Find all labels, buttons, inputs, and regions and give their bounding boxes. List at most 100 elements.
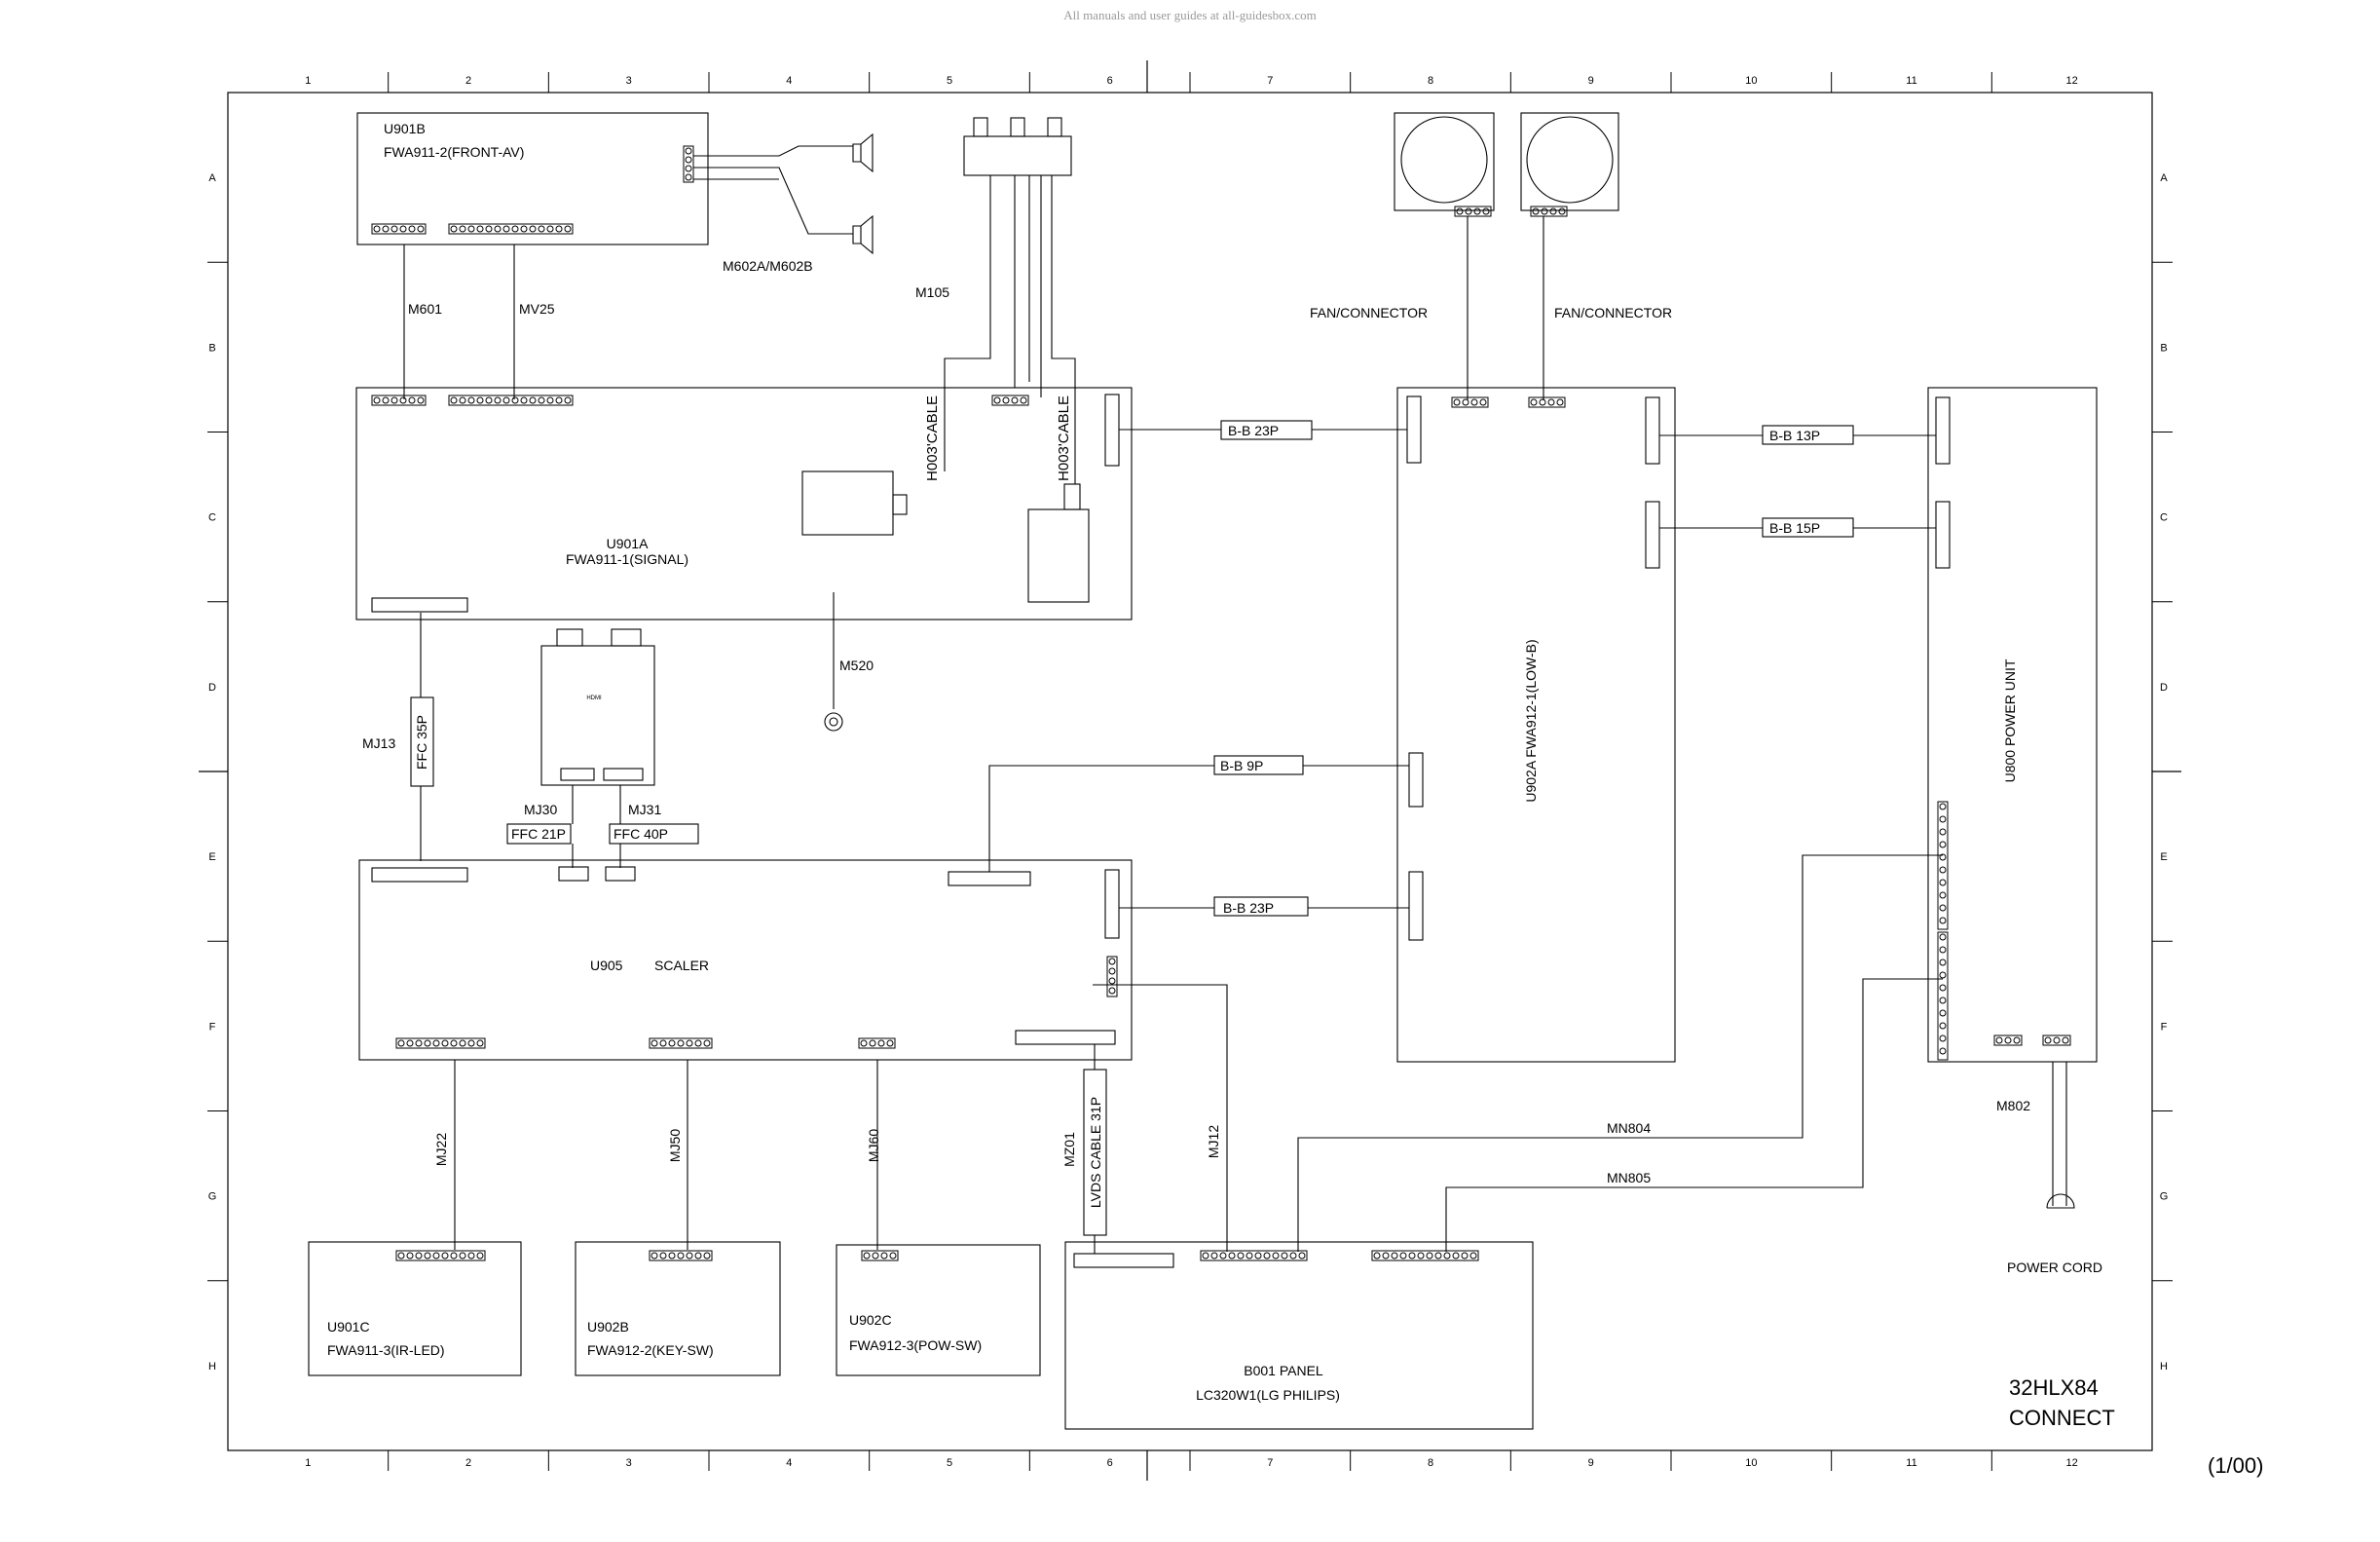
grid-row-label-left: D xyxy=(208,682,216,694)
conn-power-cn804-pin xyxy=(1939,904,1947,912)
grid-col-label-bottom: 6 xyxy=(1107,1457,1113,1469)
conn-front-av-spk-pin xyxy=(685,156,692,164)
hdmi-conn-a xyxy=(560,768,595,781)
tuner-module-right xyxy=(1027,508,1090,603)
cable-bb15: B-B 15P xyxy=(1769,520,1820,536)
conn-scaler-mj22-pin xyxy=(441,1039,449,1047)
conn-front-av-pv25-pin xyxy=(494,225,502,233)
conn-panel-right-pin xyxy=(1399,1252,1407,1260)
connector-scaler-bb23 xyxy=(1104,869,1120,939)
conn-front-av-pv25-pin xyxy=(459,225,466,233)
cable-box-ffc21 xyxy=(506,823,572,845)
signal-name: FWA911-1(SIGNAL) xyxy=(566,551,688,567)
conn-panel-right-pin xyxy=(1382,1252,1390,1260)
connector-scaler-bb9 xyxy=(948,871,1031,886)
conn-scaler-mj60-housing xyxy=(858,1037,896,1049)
conn-power-cn804-pin xyxy=(1939,891,1947,899)
hdmi-label: HDMI xyxy=(586,696,602,701)
pow-sw-name: FWA912-3(POW-SW) xyxy=(849,1337,982,1353)
board-key-sw xyxy=(575,1241,781,1376)
grid-col-label-bottom: 1 xyxy=(305,1457,311,1469)
signal-ref: U901A xyxy=(607,536,649,551)
conn-front-av-p601-pin xyxy=(408,225,416,233)
fan-2-housing xyxy=(1520,112,1619,211)
conn-signal-p105-pin xyxy=(1020,396,1027,404)
connector-power-bb13 xyxy=(1935,396,1951,465)
conn-panel-left-pin xyxy=(1254,1252,1262,1260)
conn-fan1-pin xyxy=(1473,207,1481,215)
wire-bb9 xyxy=(988,765,1409,872)
conn-lowb-fan1-pin xyxy=(1462,398,1469,406)
conn-power-cn805-pin xyxy=(1939,1047,1947,1055)
conn-ir-led-pin xyxy=(459,1252,466,1260)
key-sw-ref: U902B xyxy=(587,1319,629,1335)
conn-scaler-mj22-pin xyxy=(424,1039,431,1047)
hdmi-conn-b xyxy=(603,768,644,781)
conn-pow-sw-pin xyxy=(889,1252,897,1260)
conn-signal-pv25-pin xyxy=(494,396,502,404)
conn-panel-right-pin xyxy=(1461,1252,1469,1260)
conn-signal-pv25-pin xyxy=(476,396,484,404)
board-pow-sw xyxy=(836,1244,1041,1376)
grid-col-label-top: 10 xyxy=(1745,75,1757,87)
conn-key-sw-pin xyxy=(677,1252,685,1260)
conn-scaler-mj22-pin xyxy=(432,1039,440,1047)
grid-row-label-left: E xyxy=(208,851,215,863)
conn-key-sw-pin xyxy=(694,1252,702,1260)
connector-lowb-bb9 xyxy=(1408,752,1424,808)
grid-col-label-bottom: 5 xyxy=(947,1457,952,1469)
grid-col-label-top: 9 xyxy=(1588,75,1594,87)
grid-col-label-top: 1 xyxy=(305,75,311,87)
conn-scaler-mj60-pin xyxy=(886,1039,894,1047)
conn-power-cn804-pin xyxy=(1939,803,1947,810)
cable-mj12: MJ12 xyxy=(1206,1125,1221,1158)
conn-signal-p601-pin xyxy=(382,396,390,404)
wire-fans xyxy=(1467,216,1544,400)
conn-power-m802-pin xyxy=(2004,1036,2012,1044)
conn-signal-pv25-pin xyxy=(485,396,493,404)
board-panel xyxy=(1064,1241,1534,1430)
cable-mz01: MZ01 xyxy=(1061,1132,1077,1167)
grid-col-label-top: 8 xyxy=(1428,75,1433,87)
conn-front-av-spk-housing xyxy=(683,145,694,183)
conn-front-av-pv25-pin xyxy=(511,225,519,233)
conn-fan2-pin xyxy=(1558,207,1566,215)
conn-signal-pv25-pin xyxy=(538,396,545,404)
conn-pow-sw-pin xyxy=(863,1252,871,1260)
conn-key-sw-pin xyxy=(659,1252,667,1260)
conn-lowb-fan1-pin xyxy=(1453,398,1461,406)
cable-mn805: MN805 xyxy=(1607,1170,1651,1185)
connector-scaler-mj31 xyxy=(605,866,636,882)
wire-mj30-mj31 xyxy=(572,785,621,868)
cable-mj22: MJ22 xyxy=(433,1133,449,1166)
connector-scaler-lvds xyxy=(1015,1030,1116,1045)
conn-scaler-mj50-pin xyxy=(659,1039,667,1047)
grid-row-label-left: B xyxy=(208,342,215,354)
cable-m602: M602A/M602B xyxy=(723,258,813,274)
conn-front-av-pv25-pin xyxy=(520,225,528,233)
conn-lowb-fan2-pin xyxy=(1539,398,1546,406)
conn-front-av-pv25-pin xyxy=(564,225,572,233)
scaler-ref: U905 xyxy=(590,958,623,973)
connector-scaler-mj30 xyxy=(558,866,589,882)
conn-power-cn804-pin xyxy=(1939,841,1947,848)
grid-row-label-right: H xyxy=(2160,1361,2168,1373)
cable-mn804: MN804 xyxy=(1607,1120,1651,1136)
board-scaler xyxy=(358,859,1133,1061)
connector-signal-bb23 xyxy=(1104,394,1120,467)
board-signal xyxy=(355,387,1133,621)
conn-ir-led-housing xyxy=(395,1250,486,1261)
conn-fan2-housing xyxy=(1530,206,1568,217)
grid-col-label-top: 5 xyxy=(947,75,952,87)
grid-col-label-top: 11 xyxy=(1906,75,1916,87)
ground-lug-icon xyxy=(824,712,843,732)
wire-m601-mv25 xyxy=(403,244,515,399)
conn-scaler-bl-pin xyxy=(1108,977,1116,985)
conn-scaler-mj50-pin xyxy=(686,1039,693,1047)
conn-scaler-bl-housing xyxy=(1106,956,1118,997)
conn-power-ac-housing xyxy=(2042,1034,2071,1046)
conn-power-cn804-pin xyxy=(1939,879,1947,886)
cable-h003-left: H003'CABLE xyxy=(924,395,941,481)
conn-power-cn804-pin xyxy=(1939,917,1947,924)
